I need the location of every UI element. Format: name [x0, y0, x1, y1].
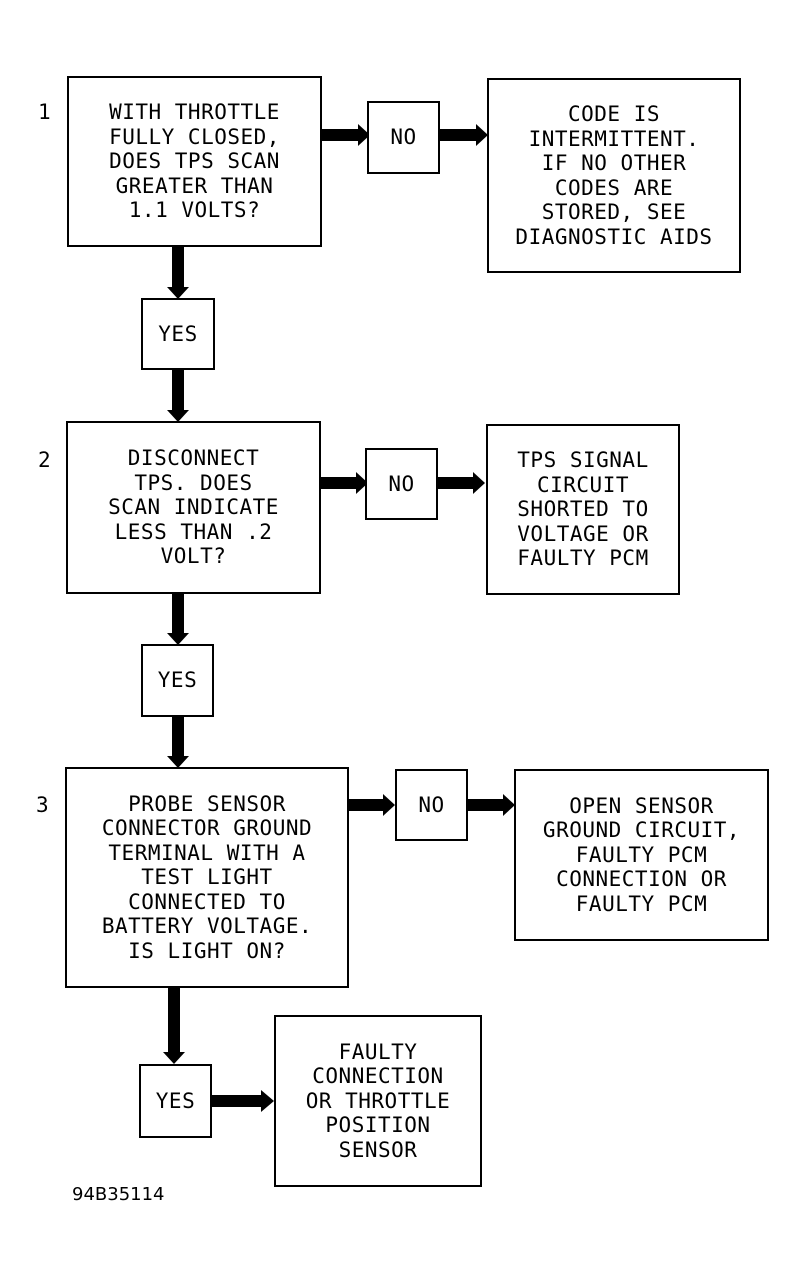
no-label-box: NO [365, 448, 438, 520]
yes-label: YES [158, 321, 198, 346]
connector-no3-result [467, 799, 505, 811]
arrowhead-yes2-q3 [167, 756, 189, 768]
text-line: CONNECTED TO [128, 889, 286, 914]
text-line: GROUND CIRCUIT, [542, 818, 741, 843]
text-line: SHORTED TO [517, 497, 649, 522]
result-text: OPEN SENSOR GROUND CIRCUIT, FAULTY PCM C… [543, 794, 740, 917]
yes-result-text: FAULTY CONNECTION OR THROTTLE POSITION S… [306, 1040, 451, 1163]
step-number: 3 [36, 793, 49, 817]
text-line: DOES TPS SCAN [109, 149, 280, 174]
result-box: OPEN SENSOR GROUND CIRCUIT, FAULTY PCM C… [514, 769, 769, 941]
connector-q2-no [318, 477, 358, 489]
text-line: CODE IS [567, 102, 660, 126]
step-number: 2 [38, 448, 51, 472]
connector-q3-no [347, 799, 385, 811]
result-box: TPS SIGNAL CIRCUIT SHORTED TO VOLTAGE OR… [486, 424, 680, 595]
arrowhead-q2-no [356, 472, 368, 494]
arrowhead-no2-result [473, 472, 485, 494]
yes-label-box: YES [141, 298, 215, 370]
text-line: FAULTY [338, 1039, 418, 1064]
arrowhead-q1-yes [167, 287, 189, 299]
connector-no2-result [437, 477, 475, 489]
connector-yes3-result [211, 1095, 263, 1107]
connector-q1-no [320, 129, 360, 141]
decision-box: DISCONNECT TPS. DOES SCAN INDICATE LESS … [66, 421, 321, 594]
text-line: OPEN SENSOR [569, 793, 714, 818]
connector-q2-yes [172, 593, 184, 634]
yes-result-box: FAULTY CONNECTION OR THROTTLE POSITION S… [274, 1015, 482, 1187]
text-line: VOLTAGE OR [517, 521, 649, 546]
no-label: NO [388, 471, 415, 496]
connector-yes1-q2 [172, 369, 184, 412]
text-line: FAULTY PCM [575, 891, 708, 916]
text-line: CONNECTION [312, 1064, 444, 1089]
decision-box: PROBE SENSOR CONNECTOR GROUND TERMINAL W… [65, 767, 349, 988]
text-line: GREATER THAN [115, 173, 274, 198]
step-number: 1 [38, 100, 51, 124]
connector-q3-yes [168, 986, 180, 1054]
text-line: LESS THAN .2 [114, 519, 273, 544]
arrowhead-yes1-q2 [167, 410, 189, 422]
text-line: OR THROTTLE [305, 1088, 451, 1113]
text-line: FAULTY PCM [575, 842, 708, 867]
arrowhead-q2-yes [167, 633, 189, 645]
connector-no1-result [440, 129, 478, 141]
text-line: BATTERY VOLTAGE. [101, 914, 313, 939]
figure-id: 94B35114 [72, 1184, 165, 1205]
arrowhead-yes3-result [261, 1090, 274, 1112]
no-label: NO [390, 125, 417, 150]
result-box: CODE IS INTERMITTENT. IF NO OTHER CODES … [487, 78, 741, 273]
result-text: TPS SIGNAL CIRCUIT SHORTED TO VOLTAGE OR… [517, 448, 648, 571]
text-line: TERMINAL WITH A [108, 840, 306, 865]
yes-label: YES [155, 1088, 196, 1113]
text-line: DIAGNOSTIC AIDS [515, 224, 713, 249]
arrowhead-q3-yes [163, 1052, 185, 1064]
text-line: IF NO OTHER [541, 151, 687, 175]
text-line: TPS SIGNAL [517, 448, 649, 473]
no-label-box: NO [367, 101, 440, 174]
text-line: IS LIGHT ON? [128, 938, 286, 963]
text-line: POSITION [325, 1113, 431, 1138]
text-line: DISCONNECT [127, 446, 260, 471]
text-line: 1.1 VOLTS? [128, 198, 261, 223]
text-line: SCAN INDICATE [108, 495, 279, 520]
no-label-box: NO [395, 769, 468, 841]
text-line: PROBE SENSOR [128, 791, 286, 816]
result-text: CODE IS INTERMITTENT. IF NO OTHER CODES … [515, 102, 712, 249]
text-line: CONNECTION OR [556, 867, 727, 892]
yes-label-box: YES [139, 1064, 212, 1138]
text-line: STORED, SEE [541, 200, 687, 224]
connector-yes2-q3 [172, 716, 184, 758]
decision-text: PROBE SENSOR CONNECTOR GROUND TERMINAL W… [102, 792, 312, 964]
text-line: WITH THROTTLE [109, 100, 280, 125]
text-line: INTERMITTENT. [528, 126, 700, 151]
decision-box: WITH THROTTLE FULLY CLOSED, DOES TPS SCA… [67, 76, 322, 247]
yes-label-box: YES [141, 644, 214, 717]
text-line: TEST LIGHT [141, 865, 273, 890]
decision-text: WITH THROTTLE FULLY CLOSED, DOES TPS SCA… [109, 100, 280, 223]
arrowhead-no3-result [503, 794, 515, 816]
no-label: NO [418, 792, 445, 817]
decision-text: DISCONNECT TPS. DOES SCAN INDICATE LESS … [108, 446, 279, 569]
text-line: TPS. DOES [134, 470, 253, 495]
text-line: FAULTY PCM [517, 546, 649, 571]
text-line: SENSOR [338, 1137, 418, 1162]
arrowhead-q3-no [383, 794, 395, 816]
arrowhead-q1-no [358, 124, 370, 146]
arrowhead-no1-result [476, 124, 488, 146]
text-line: CIRCUIT [536, 472, 629, 497]
yes-label: YES [157, 668, 198, 693]
text-line: FULLY CLOSED, [109, 124, 280, 149]
text-line: CONNECTOR GROUND [101, 816, 313, 841]
text-line: CODES ARE [554, 175, 674, 200]
text-line: VOLT? [160, 544, 227, 569]
connector-q1-yes [172, 246, 184, 289]
